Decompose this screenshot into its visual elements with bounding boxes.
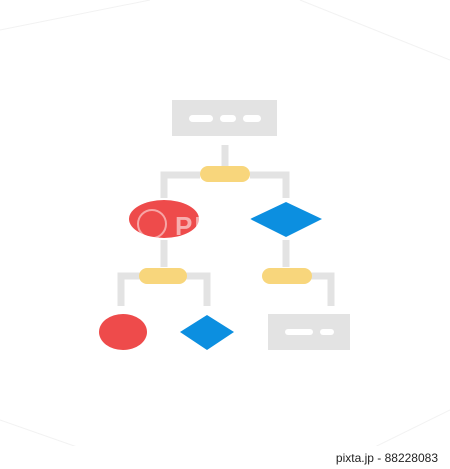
- top-box-dash-1: [189, 115, 213, 122]
- decision-ellipse-large: [129, 200, 199, 238]
- connector-top-right: [250, 171, 290, 198]
- watermark-logo-mark: [137, 209, 167, 239]
- watermark-text: PIXTA: [175, 211, 260, 241]
- connector-left-right: [185, 272, 211, 306]
- terminal-ellipse-small: [99, 314, 147, 350]
- image-credit-footer: pixta.jp - 88228083: [0, 446, 450, 469]
- top-box-dash-2: [220, 115, 236, 122]
- label-pill-top: [200, 166, 250, 182]
- pixta-watermark: PIXTA: [137, 209, 260, 241]
- footer-site: pixta.jp: [335, 450, 374, 465]
- connector-left-left: [117, 272, 140, 306]
- bottom-box-dash-1: [285, 329, 313, 335]
- connector-right-right: [310, 272, 335, 306]
- connectors: [117, 145, 335, 306]
- label-pill-left: [139, 268, 187, 284]
- footer-image-number: 88228083: [384, 450, 438, 465]
- bottom-box-dash-2: [320, 329, 334, 335]
- decision-diamond-large: [250, 202, 322, 237]
- footer-separator: -: [373, 450, 385, 465]
- label-pill-right: [262, 268, 312, 284]
- top-process-box: [172, 100, 277, 136]
- top-box-dash-3: [243, 115, 261, 122]
- connector-top-left: [160, 171, 200, 198]
- decision-diamond-small: [180, 315, 234, 350]
- bottom-process-box: [268, 314, 350, 350]
